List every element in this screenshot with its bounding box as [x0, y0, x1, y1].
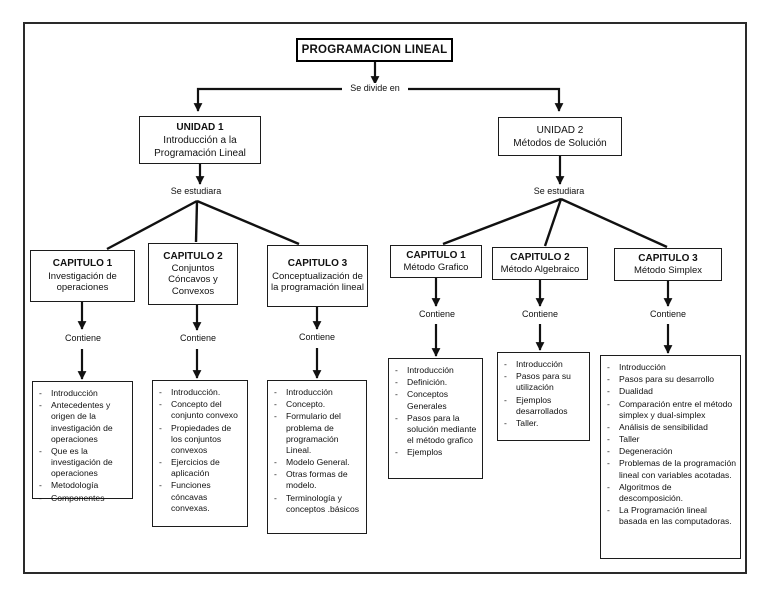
fan-line-u2-cap2	[543, 198, 563, 247]
list-item: Introducción	[604, 362, 737, 373]
fan-line-u2-cap1	[442, 197, 562, 246]
unidad2-capitulo3-box: CAPITULO 3 Método Simplex	[614, 248, 722, 281]
contiene-label-r1: Contiene	[410, 309, 464, 319]
list-item: Conceptos Generales	[392, 389, 479, 411]
chapter-subtitle: Investigación de operaciones	[48, 270, 117, 294]
contents-list: IntroducciónAntecedentes y origen de la …	[36, 388, 129, 504]
contiene-label-r2: Contiene	[513, 309, 567, 319]
unidad1-capitulo1-box: CAPITULO 1 Investigación de operaciones	[30, 250, 135, 302]
unidad2-capitulo2-contents-box: IntroducciónPasos para su utilizaciónEje…	[497, 352, 590, 441]
list-item: Pasos para su desarrollo	[604, 374, 737, 385]
list-item: Definición.	[392, 377, 479, 388]
contiene-label-l1: Contiene	[56, 333, 110, 343]
unidad1-capitulo1-contents-box: IntroducciónAntecedentes y origen de la …	[32, 381, 133, 504]
unidad2-capitulo2-box: CAPITULO 2 Método Algebraico	[492, 247, 588, 280]
chapter-subtitle: Conceptualización de la programación lin…	[271, 270, 364, 294]
estudiara-label-unidad1: Se estudiara	[159, 186, 233, 196]
contiene-label-l3: Contiene	[290, 332, 344, 342]
chapter-title: CAPITULO 2	[510, 251, 570, 263]
root-title: PROGRAMACION LINEAL	[301, 44, 448, 56]
list-item: Comparación entre el método simplex y du…	[604, 399, 737, 421]
divide-label: Se divide en	[342, 83, 408, 93]
list-item: Formulario del problema de programación …	[271, 411, 363, 456]
list-item: Problemas de la programación lineal con …	[604, 458, 737, 480]
list-item: Introducción.	[156, 387, 244, 398]
list-item: La Programación lineal basada en las com…	[604, 505, 737, 527]
list-item: Ejercicios de aplicación	[156, 457, 244, 479]
contents-list: IntroducciónPasos para su desarrolloDual…	[604, 362, 737, 527]
list-item: Taller.	[501, 418, 586, 429]
unidad1-capitulo2-contents-box: Introducción.Concepto del conjunto conve…	[152, 380, 248, 527]
unidad2-capitulo3-contents-box: IntroducciónPasos para su desarrolloDual…	[600, 355, 741, 559]
list-item: Introducción	[271, 387, 363, 398]
contents-list: IntroducciónPasos para su utilizaciónEje…	[501, 359, 586, 429]
unidad1-title: UNIDAD 1	[176, 121, 224, 133]
contents-list: IntroducciónConcepto.Formulario del prob…	[271, 387, 363, 515]
list-item: Introducción	[392, 365, 479, 376]
list-item: Funciones cóncavas convexas.	[156, 480, 244, 514]
list-item: Degeneración	[604, 446, 737, 457]
contents-list: IntroducciónDefinición.Conceptos General…	[392, 365, 479, 459]
chapter-title: CAPITULO 3	[287, 258, 348, 270]
chapter-subtitle: Método Algebraico	[500, 263, 580, 275]
chapter-title: CAPITULO 2	[163, 250, 223, 262]
list-item: Análisis de sensibilidad	[604, 422, 737, 433]
list-item: Componentes	[36, 493, 129, 504]
unidad2-subtitle: Métodos de Solución	[513, 137, 607, 149]
list-item: Ejemplos	[392, 447, 479, 458]
list-item: Concepto del conjunto convexo	[156, 399, 244, 421]
list-item: Pasos para su utilización	[501, 371, 586, 393]
list-item: Dualidad	[604, 386, 737, 397]
estudiara-label-unidad2: Se estudiara	[522, 186, 596, 196]
unidad1-capitulo2-box: CAPITULO 2 Conjuntos Cóncavos y Convexos	[148, 243, 238, 305]
unidad2-capitulo1-box: CAPITULO 1 Método Grafico	[390, 245, 482, 278]
unidad2-title: UNIDAD 2	[536, 124, 584, 136]
unidad2-box: UNIDAD 2 Métodos de Solución	[498, 117, 622, 156]
chapter-title: CAPITULO 1	[406, 249, 466, 261]
list-item: Algoritmos de descomposición.	[604, 482, 737, 504]
contiene-label-r3: Contiene	[641, 309, 695, 319]
list-item: Modelo General.	[271, 457, 363, 468]
unidad2-capitulo1-contents-box: IntroducciónDefinición.Conceptos General…	[388, 358, 483, 479]
root-title-box: PROGRAMACION LINEAL	[296, 38, 453, 62]
unidad1-capitulo3-box: CAPITULO 3 Conceptualización de la progr…	[267, 245, 368, 307]
list-item: Otras formas de modelo.	[271, 469, 363, 491]
unidad1-capitulo3-contents-box: IntroducciónConcepto.Formulario del prob…	[267, 380, 367, 534]
list-item: Ejemplos desarrollados	[501, 395, 586, 417]
fan-line-u1-cap3	[196, 199, 300, 246]
list-item: Taller	[604, 434, 737, 445]
list-item: Pasos para la solución mediante el métod…	[392, 413, 479, 447]
list-item: Que es la investigación de operaciones	[36, 446, 129, 480]
fan-line-u2-cap3	[560, 197, 668, 249]
contents-list: Introducción.Concepto del conjunto conve…	[156, 387, 244, 514]
fan-line-u1-cap1	[106, 199, 198, 251]
contiene-label-l2: Contiene	[171, 333, 225, 343]
fan-line-u1-cap2	[194, 200, 199, 243]
list-item: Metodología	[36, 480, 129, 491]
list-item: Introducción	[36, 388, 129, 399]
list-item: Concepto.	[271, 399, 363, 410]
chapter-subtitle: Método Simplex	[633, 264, 703, 276]
unidad1-box: UNIDAD 1 Introducción a la Programación …	[139, 116, 261, 164]
chapter-title: CAPITULO 1	[52, 258, 113, 270]
list-item: Antecedentes y origen de la investigació…	[36, 400, 129, 445]
unidad1-subtitle: Introducción a la Programación Lineal	[154, 134, 246, 159]
list-item: Terminología y conceptos .básicos	[271, 493, 363, 515]
arrow-divide-to-unidad1	[193, 87, 343, 112]
arrow-divide-to-unidad2	[407, 87, 564, 112]
list-item: Propiedades de los conjuntos convexos	[156, 423, 244, 457]
chapter-subtitle: Conjuntos Cóncavos y Convexos	[168, 262, 218, 297]
list-item: Introducción	[501, 359, 586, 370]
chapter-title: CAPITULO 3	[638, 252, 698, 264]
chapter-subtitle: Método Grafico	[403, 261, 469, 273]
